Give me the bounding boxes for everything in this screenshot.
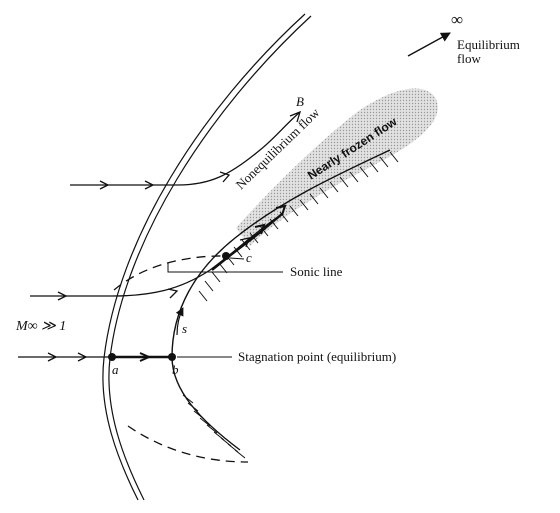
s-coordinate-arrow <box>175 307 184 336</box>
streamline-middle-arrow-2 <box>167 288 179 299</box>
streamline-top-arrow-3 <box>219 171 231 183</box>
infinity-symbol: ∞ <box>451 10 463 29</box>
streamline-top-arrow-2 <box>144 180 155 190</box>
streamline-middle-arrow-3 <box>239 237 250 248</box>
bow-shock <box>102 13 312 501</box>
sonic-line-dashed <box>113 255 229 291</box>
point-b-dot <box>168 353 176 361</box>
streamline-stagnation-arrow-2 <box>77 352 88 362</box>
streamline-stagnation-arrow-1 <box>47 352 58 362</box>
nearly-frozen-flow-region <box>236 88 438 247</box>
equilibrium-flow-arrow <box>407 32 451 57</box>
bow-shock-inner-line <box>108 15 312 501</box>
equilibrium-flow-label-line1: Equilibrium <box>457 37 520 52</box>
point-B-label: B <box>296 94 304 109</box>
point-a-dot <box>108 353 116 361</box>
point-a-label: a <box>112 362 119 377</box>
point-c-dot <box>222 252 230 260</box>
point-c-leader <box>229 257 245 260</box>
sonic-line-label: Sonic line <box>290 264 343 279</box>
point-c-label: c <box>246 250 252 265</box>
streamline-top <box>70 110 302 190</box>
streamline-stagnation-arrow-3 <box>139 352 152 362</box>
stagnation-point-label: Stagnation point (equilibrium) <box>238 349 396 364</box>
body-surface-line <box>171 149 391 451</box>
surface-flow-arrows <box>211 204 287 271</box>
point-s-label: s <box>182 321 187 336</box>
equilibrium-flow-label-line2: flow <box>457 51 481 66</box>
bow-shock-outer-line <box>102 13 306 501</box>
sonic-line-leader <box>167 263 283 273</box>
streamline-top-arrow-4 <box>289 110 302 123</box>
point-b-label: b <box>172 362 179 377</box>
streamline-stagnation <box>18 352 172 362</box>
lower-dashed-line <box>127 425 249 463</box>
streamline-middle-arrow-1 <box>57 291 68 301</box>
streamline-top-arrow-1 <box>99 180 110 190</box>
freestream-mach-label: M∞ ≫ 1 <box>15 319 66 334</box>
streamline-middle <box>30 213 283 301</box>
